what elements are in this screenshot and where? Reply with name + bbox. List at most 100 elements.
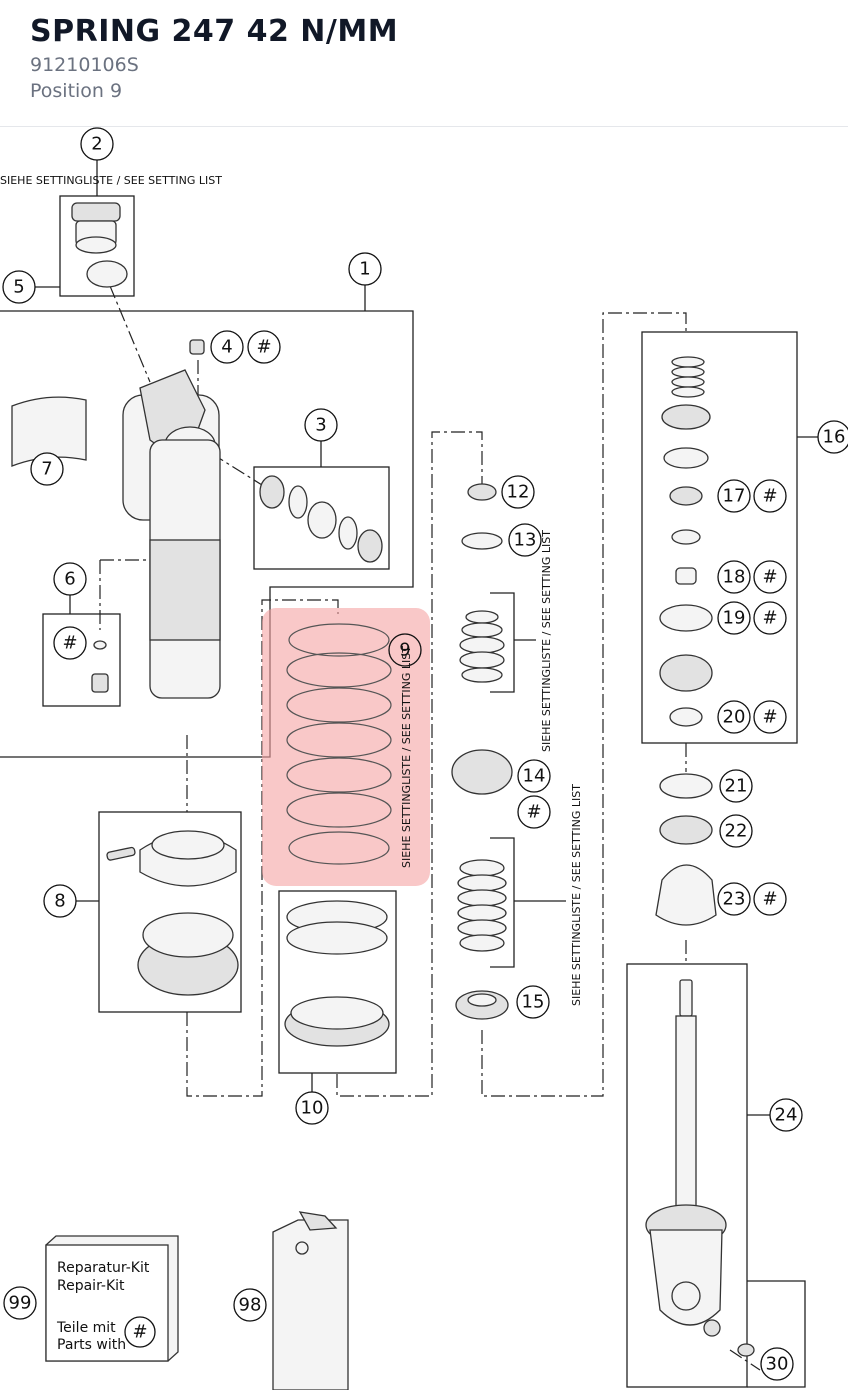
exploded-diagram: Reparatur-Kit Repair-Kit Teile mit Parts… <box>0 127 848 1390</box>
callout-21[interactable]: 21 <box>719 769 753 803</box>
protective-sleeve-part <box>11 396 87 467</box>
callout-2[interactable]: 2 <box>80 127 114 161</box>
callout-15-label: 15 <box>522 992 545 1013</box>
callout-19-label: 19 <box>723 608 746 629</box>
callout-22-label: 22 <box>725 821 748 842</box>
callout-99-label: 99 <box>9 1293 32 1314</box>
oil-can-part <box>272 1211 349 1390</box>
callout-16[interactable]: 16 <box>817 420 848 454</box>
piston-rod-frame <box>626 963 748 1388</box>
shock-body-frame <box>0 284 414 758</box>
hash-18: # <box>753 560 787 594</box>
callout-14[interactable]: 14 <box>517 759 551 793</box>
preload-adjuster-part <box>106 830 239 996</box>
callout-12[interactable]: 12 <box>501 475 535 509</box>
hash-23-label: # <box>762 889 777 910</box>
callout-2-label: 2 <box>91 134 102 155</box>
bleed-valve-part <box>91 640 109 693</box>
callout-5-label: 5 <box>13 277 24 298</box>
callout-23[interactable]: 23 <box>717 882 751 916</box>
hash-17: # <box>753 479 787 513</box>
spring-seat-part <box>284 900 390 1047</box>
callout-8[interactable]: 8 <box>43 884 77 918</box>
callout-9[interactable]: 9 <box>388 633 422 667</box>
setting-note-shims-upper: SIEHE SETTINGLISTE / SEE SETTING LIST <box>540 530 553 752</box>
setting-note-valve: SIEHE SETTINGLISTE / SEE SETTING LIST <box>0 174 222 187</box>
callout-9-label: 9 <box>399 640 410 661</box>
callout-16-label: 16 <box>823 427 846 448</box>
callout-17[interactable]: 17 <box>717 479 751 513</box>
callout-24[interactable]: 24 <box>769 1098 803 1132</box>
spring-part <box>286 623 392 865</box>
setting-note-spring: SIEHE SETTINGLISTE / SEE SETTING LIST <box>400 646 413 868</box>
hash-4-label: # <box>256 337 271 358</box>
callout-19[interactable]: 19 <box>717 601 751 635</box>
callout-7[interactable]: 7 <box>30 452 64 486</box>
callout-1[interactable]: 1 <box>348 252 382 286</box>
valve-stack-frame <box>641 331 798 744</box>
hash-19: # <box>753 601 787 635</box>
callout-5[interactable]: 5 <box>2 270 36 304</box>
callout-23-label: 23 <box>723 889 746 910</box>
piston-rod-part <box>645 979 755 1357</box>
hash-19-label: # <box>762 608 777 629</box>
hash-20: # <box>753 700 787 734</box>
callout-7-label: 7 <box>41 459 52 480</box>
hash-23: # <box>753 882 787 916</box>
part-header: SPRING 247 42 N/MM 91210106S Position 9 <box>0 0 848 127</box>
middle-column-parts <box>451 483 513 1020</box>
hash-4: # <box>247 330 281 364</box>
setting-note-shims-lower: SIEHE SETTINGLISTE / SEE SETTING LIST <box>570 784 583 1006</box>
callout-99[interactable]: 99 <box>3 1286 37 1320</box>
callout-3[interactable]: 3 <box>304 408 338 442</box>
callout-30[interactable]: 30 <box>760 1347 794 1381</box>
callout-22[interactable]: 22 <box>719 814 753 848</box>
repair-kit-label-de: Reparatur-Kit <box>57 1260 150 1276</box>
callout-14-label: 14 <box>523 766 546 787</box>
bleed-frame <box>42 613 121 707</box>
callout-8-label: 8 <box>54 891 65 912</box>
callout-10-label: 10 <box>301 1098 324 1119</box>
callout-30-label: 30 <box>766 1354 789 1375</box>
hash-18-label: # <box>762 567 777 588</box>
callout-13-label: 13 <box>514 530 537 551</box>
callout-18[interactable]: 18 <box>717 560 751 594</box>
callout-98-label: 98 <box>239 1295 262 1316</box>
hash-14: # <box>517 795 551 829</box>
callout-13[interactable]: 13 <box>508 523 542 557</box>
repair-kit-label-en: Repair-Kit <box>57 1278 125 1294</box>
parts-with-label-en: Parts with <box>57 1337 126 1353</box>
callout-1-label: 1 <box>359 259 370 280</box>
callout-3-label: 3 <box>315 415 326 436</box>
callout-21-label: 21 <box>725 776 748 797</box>
repair-kit-box: Reparatur-Kit Repair-Kit Teile mit Parts… <box>45 1235 179 1362</box>
hash-17-label: # <box>762 486 777 507</box>
shock-body-part <box>122 369 221 699</box>
hash-20-label: # <box>762 707 777 728</box>
spring-seat-frame <box>278 890 397 1074</box>
kit-hash-label: # <box>132 1322 147 1343</box>
callout-24-label: 24 <box>775 1105 798 1126</box>
callout-4-label: 4 <box>221 337 232 358</box>
callout-6[interactable]: 6 <box>53 562 87 596</box>
callout-20-label: 20 <box>723 707 746 728</box>
callout-20[interactable]: 20 <box>717 700 751 734</box>
spring-highlight[interactable] <box>262 608 430 886</box>
adjuster-frame <box>98 811 242 1013</box>
callout-98[interactable]: 98 <box>233 1288 267 1322</box>
callout-10[interactable]: 10 <box>295 1091 329 1125</box>
kit-hash-circle <box>124 1316 156 1348</box>
callout-17-label: 17 <box>723 486 746 507</box>
hash-6: # <box>53 626 87 660</box>
callout-6-label: 6 <box>64 569 75 590</box>
part-title: SPRING 247 42 N/MM <box>30 14 399 49</box>
bearing-set-part <box>259 475 383 563</box>
valve-part <box>71 202 128 288</box>
bleed-screw-part <box>189 339 205 355</box>
right-column-parts <box>655 356 717 926</box>
parts-with-label-de: Teile mit <box>56 1320 116 1336</box>
callout-4[interactable]: 4 <box>210 330 244 364</box>
callout-18-label: 18 <box>723 567 746 588</box>
hash-14-label: # <box>526 802 541 823</box>
callout-15[interactable]: 15 <box>516 985 550 1019</box>
